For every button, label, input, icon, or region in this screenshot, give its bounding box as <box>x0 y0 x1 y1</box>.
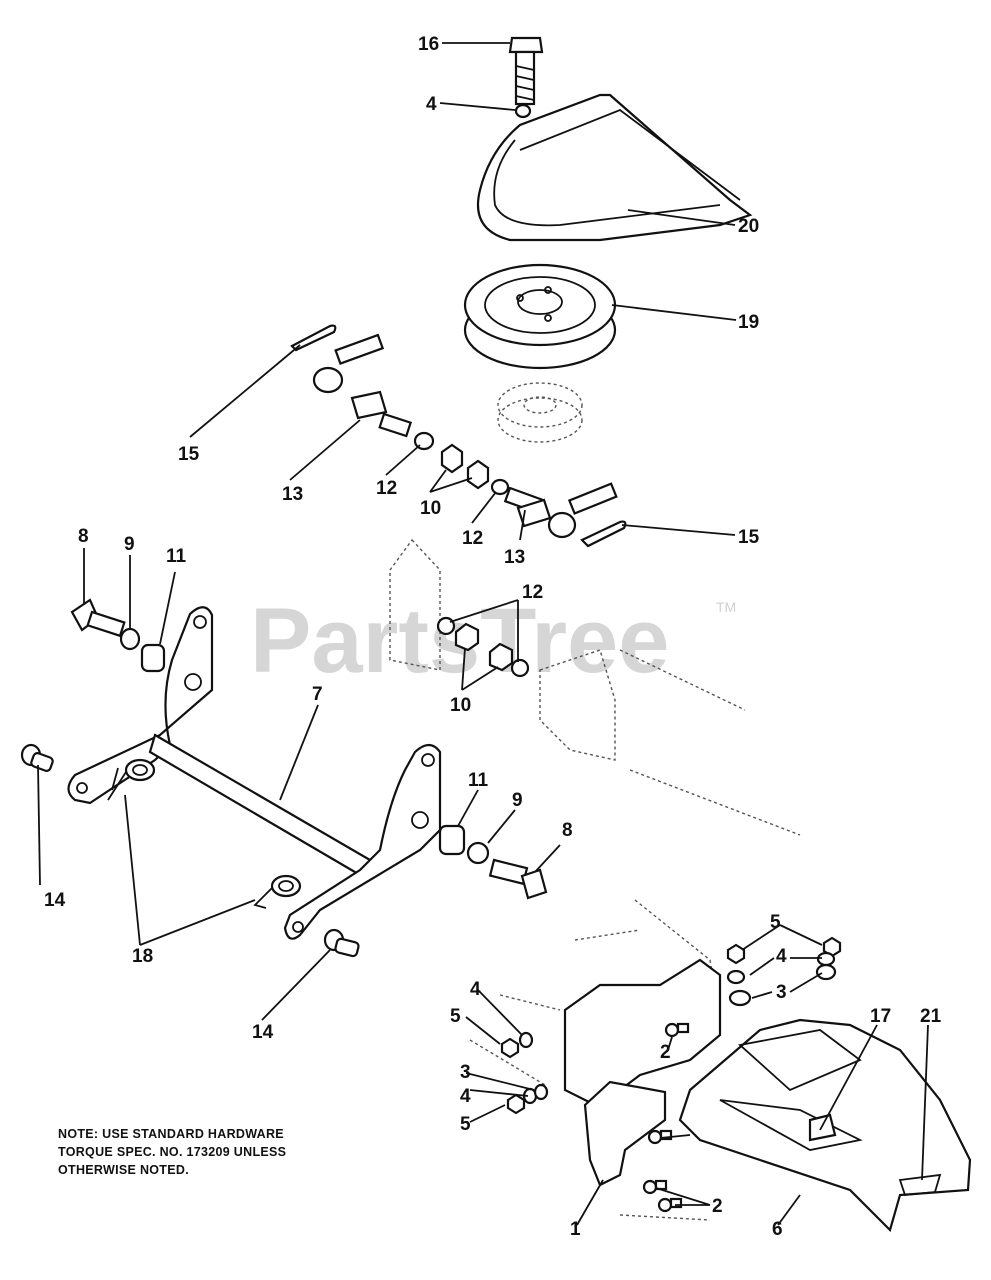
callout-14-right: 14 <box>252 1022 274 1043</box>
bolt-16 <box>508 36 544 106</box>
callout-2-lower: 2 <box>712 1196 723 1217</box>
washer-9-right <box>466 841 490 865</box>
bolt-8-right <box>488 858 548 900</box>
callout-12-mid: 12 <box>462 528 483 549</box>
belt-20 <box>476 93 753 242</box>
callout-19: 19 <box>738 312 759 333</box>
callout-8-right: 8 <box>562 820 573 841</box>
decal-17 <box>808 1113 837 1142</box>
callout-labels: 16 4 20 19 15 13 12 10 12 13 15 12 10 8 … <box>44 34 942 1240</box>
shield-6-detail <box>719 1029 942 1196</box>
pulley-hub-ghost <box>497 382 583 443</box>
callout-20: 20 <box>738 216 759 237</box>
nut-10-upper-a <box>440 443 464 474</box>
callout-10-lower: 10 <box>450 695 471 716</box>
washer-4-top <box>514 103 532 119</box>
pivot-shaft-7 <box>67 606 442 940</box>
nut-10-upper-b <box>466 459 490 490</box>
note-line-2: TORQUE SPEC. NO. 173209 UNLESS <box>58 1145 287 1159</box>
washer-3-right <box>728 989 752 1007</box>
bushing-11-right <box>438 824 466 856</box>
spring-18-lower <box>253 874 302 909</box>
washer-4-right <box>726 969 746 985</box>
lockwasher-12-mid <box>490 478 510 496</box>
frame-bracket-ghost-left <box>389 538 441 671</box>
screw-2-d <box>657 1197 683 1213</box>
callout-5-right: 5 <box>770 912 781 933</box>
clevis-pin-14-right <box>323 928 360 958</box>
washer-4-left-upper <box>518 1031 534 1049</box>
washer-3-left <box>533 1083 549 1101</box>
torque-note: NOTE: USE STANDARD HARDWARE TORQUE SPEC.… <box>58 1125 286 1179</box>
callout-12-lower: 12 <box>522 582 543 603</box>
callout-13-left: 13 <box>282 484 303 505</box>
callout-9-left: 9 <box>124 534 135 555</box>
callout-10-upper: 10 <box>420 498 441 519</box>
clevis-pin-14-left <box>20 743 54 772</box>
screw-2-c <box>642 1179 668 1195</box>
bracket-1 <box>583 1080 667 1187</box>
callout-8-left: 8 <box>78 526 89 547</box>
stud-13-left <box>350 390 413 438</box>
callout-4-top: 4 <box>426 94 437 115</box>
threaded-rod-left <box>312 333 385 394</box>
callout-6: 6 <box>772 1219 783 1240</box>
screw-2-a <box>664 1022 690 1038</box>
callout-21: 21 <box>920 1006 942 1027</box>
frame-lines-ghost <box>619 649 801 836</box>
callout-15-right: 15 <box>738 527 760 548</box>
frame-bracket-ghost-right <box>539 649 616 761</box>
leader-lines <box>37 42 929 1226</box>
bushing-11-left <box>140 643 166 673</box>
nut-5-right <box>726 943 746 965</box>
callout-4-left-upper: 4 <box>470 979 481 1000</box>
note-line-1: NOTE: USE STANDARD HARDWARE <box>58 1127 284 1141</box>
callout-12-upper: 12 <box>376 478 397 499</box>
washer-4-far <box>816 951 836 967</box>
nut-5-left-upper <box>500 1037 520 1059</box>
callout-15-left: 15 <box>178 444 200 465</box>
callout-4-right: 4 <box>776 946 787 967</box>
mount-lines-ghost <box>469 899 721 1221</box>
nut-5-left-lower <box>506 1093 526 1115</box>
callout-2-upper: 2 <box>660 1042 671 1063</box>
nut-10-lower-b <box>488 642 514 672</box>
callout-14-left: 14 <box>44 890 66 911</box>
bolt-8-left <box>70 598 126 638</box>
callout-17: 17 <box>870 1006 891 1027</box>
callout-9-right: 9 <box>512 790 523 811</box>
nut-10-lower-a <box>454 622 480 652</box>
washer-9-left <box>119 627 141 651</box>
callout-11-left: 11 <box>166 546 187 567</box>
washer-3-far <box>815 963 837 981</box>
cotter-pin-15-left <box>290 324 337 352</box>
watermark-trademark: TM <box>716 599 736 615</box>
spring-18-upper <box>107 758 156 801</box>
callout-18: 18 <box>132 946 153 967</box>
callout-13-right: 13 <box>504 547 525 568</box>
nut-5-far <box>822 936 842 958</box>
lockwasher-12-lower-b <box>510 658 530 678</box>
callout-3-left: 3 <box>460 1062 471 1083</box>
callout-3-right: 3 <box>776 982 787 1003</box>
callout-7: 7 <box>312 684 323 705</box>
callout-4-left-lower: 4 <box>460 1086 471 1107</box>
lockwasher-12-lower-a <box>436 616 456 636</box>
callout-11-right: 11 <box>468 770 489 791</box>
callout-1: 1 <box>570 1219 581 1240</box>
callout-5-left-lower: 5 <box>460 1114 471 1135</box>
threaded-rod-right <box>547 482 618 539</box>
callout-5-left-upper: 5 <box>450 1006 461 1027</box>
pulley-19 <box>463 263 617 370</box>
cotter-pin-15-right <box>580 520 627 548</box>
note-line-3: OTHERWISE NOTED. <box>58 1163 189 1177</box>
stud-13-right <box>503 486 552 528</box>
callout-16: 16 <box>418 34 439 55</box>
